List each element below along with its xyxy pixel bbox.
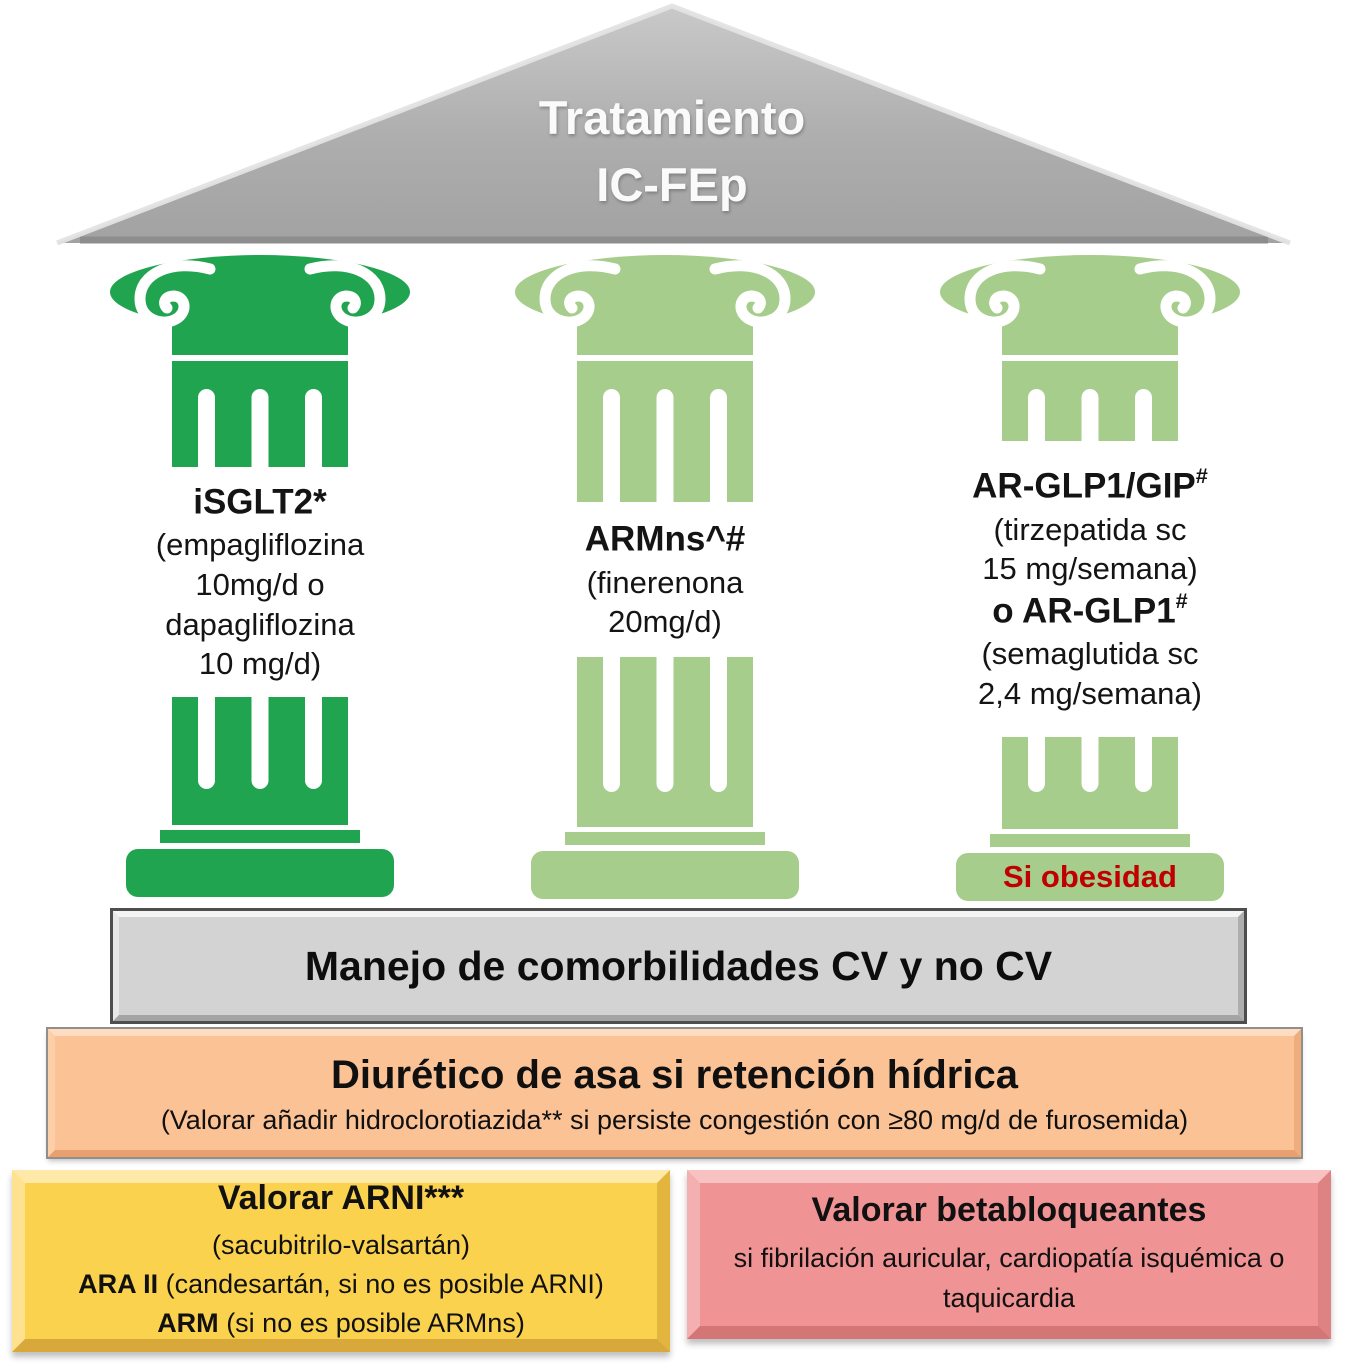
arni-box-line3-bold: ARM — [157, 1308, 219, 1339]
arni-box-line1: (sacubitrilo-valsartán) — [212, 1226, 470, 1265]
pillar-isglt2-title: iSGLT2* — [156, 480, 365, 525]
column-capital-icon — [515, 255, 815, 502]
roof-title-line2: IC-FEp — [596, 158, 748, 211]
arni-box-line3: ARM (si no es posible ARMns) — [157, 1304, 525, 1343]
pillar-isglt2-title-text: iSGLT2* — [193, 482, 327, 522]
column-shaft-icon — [1002, 737, 1178, 829]
pillar-armns-title-text: ARMns^# — [584, 519, 746, 559]
pillar-arglp1-title-sup: # — [1195, 463, 1208, 489]
arni-box-line2-rest: (candesartán, si no es posible ARNI) — [158, 1268, 604, 1299]
pillar-arglp1-subtitle: (tirzepatida sc 15 mg/semana) — [982, 511, 1198, 587]
column-base — [126, 849, 394, 897]
arni-box-line1-text: (sacubitrilo-valsartán) — [211, 1229, 471, 1260]
arni-box: Valorar ARNI*** (sacubitrilo-valsartán) … — [12, 1170, 670, 1352]
comorbidities-bar-label: Manejo de comorbilidades CV y no CV — [304, 942, 1053, 989]
diuretic-bar-title: Diurético de asa si retención hídrica — [331, 1052, 1018, 1097]
column-base-obesity: Si obesidad — [956, 853, 1224, 901]
pillar-armns-text: ARMns^# (finerenona 20mg/d) — [585, 502, 745, 657]
pillar-arglp1-title2-text: o AR-GLP1 — [992, 591, 1176, 631]
column-base — [531, 851, 799, 899]
arni-box-line2: ARA II (candesartán, si no es posible AR… — [78, 1265, 604, 1304]
diuretic-bar: Diurético de asa si retención hídrica (V… — [48, 1029, 1301, 1157]
column-plinth — [990, 834, 1190, 847]
roof-title: Tratamiento IC-FEp — [422, 84, 922, 218]
pillar-armns-title: ARMns^# — [585, 517, 745, 562]
arni-box-line2-bold: ARA II — [78, 1268, 159, 1299]
roof-title-line1: Tratamiento — [538, 91, 806, 144]
column-shaft-icon — [172, 697, 348, 825]
pillar-armns-subtitle: (finerenona 20mg/d) — [586, 564, 744, 640]
betablocker-box: Valorar betabloqueantes si fibrilación a… — [687, 1170, 1331, 1339]
column-capital-icon — [110, 255, 410, 467]
column-plinth — [565, 832, 765, 845]
obesity-condition-label: Si obesidad — [1003, 859, 1177, 894]
pillar-arglp1-title2-sup: # — [1175, 587, 1188, 613]
pillar-arglp1-title: AR-GLP1/GIP# — [972, 463, 1208, 509]
pillar-arglp1-title-text: AR-GLP1/GIP — [972, 466, 1196, 506]
diuretic-bar-subtitle: (Valorar añadir hidroclorotiazida** si p… — [160, 1104, 1189, 1135]
pillar-isglt2-subtitle: (empagliflozina 10mg/d o dapagliflozina … — [155, 527, 365, 682]
betablocker-box-subtitle: si fibrilación auricular, cardiopatía is… — [733, 1242, 1285, 1314]
pillar-armns: ARMns^# (finerenona 20mg/d) — [495, 255, 835, 899]
arni-box-title: Valorar ARNI*** — [217, 1178, 465, 1217]
comorbidities-bar: Manejo de comorbilidades CV y no CV — [113, 911, 1244, 1021]
pillar-arglp1-subtitle2: (semaglutida sc 2,4 mg/semana) — [977, 636, 1202, 712]
pillar-arglp1-text: AR-GLP1/GIP# (tirzepatida sc 15 mg/seman… — [972, 441, 1208, 737]
pillar-isglt2: iSGLT2* (empagliflozina 10mg/d o dapagli… — [90, 255, 430, 897]
pillar-arglp1-title2: o AR-GLP1# — [972, 587, 1208, 634]
column-shaft-icon — [577, 657, 753, 827]
column-capital-icon — [940, 255, 1240, 441]
column-plinth — [160, 830, 360, 843]
arni-box-line3-rest: (si no es posible ARMns) — [218, 1308, 525, 1339]
roof-pediment-shape — [56, 3, 1291, 246]
pillar-isglt2-text: iSGLT2* (empagliflozina 10mg/d o dapagli… — [156, 467, 365, 697]
betablocker-box-title: Valorar betabloqueantes — [811, 1190, 1207, 1229]
pillar-arglp1: AR-GLP1/GIP# (tirzepatida sc 15 mg/seman… — [920, 255, 1260, 901]
